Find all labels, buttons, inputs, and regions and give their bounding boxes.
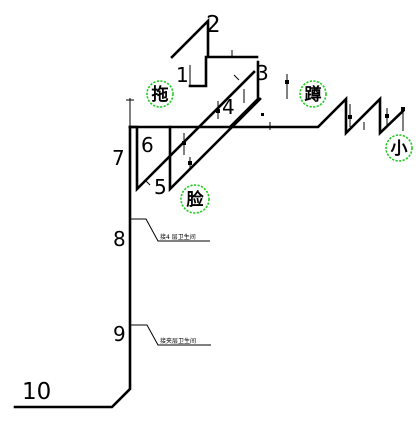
fixture-urinal-text: 小	[391, 139, 408, 159]
node-label-4: 4	[222, 95, 235, 119]
note-lower-leader	[130, 324, 211, 346]
fixture-badge-urinal: 小	[385, 134, 413, 162]
washbasin-branch	[168, 97, 262, 193]
node-label-7: 7	[112, 146, 125, 170]
fixture-mop-sink-text: 拖	[152, 84, 169, 105]
node-label-10: 10	[22, 379, 51, 405]
node-label-8: 8	[113, 227, 126, 251]
note-lower-text: 接夹层卫生间	[160, 337, 196, 345]
toilet-branch	[228, 60, 260, 129]
fixture-badge-washbasin: 脸	[180, 184, 210, 214]
main-riser	[13, 125, 132, 409]
node-label-6: 6	[141, 133, 154, 157]
horizontal-branch	[128, 95, 405, 137]
node-label-3: 3	[256, 61, 269, 85]
fixture-badge-mop-sink: 拖	[146, 80, 174, 108]
mop-sink-branch	[188, 55, 208, 88]
fixture-squat-toilet-text: 蹲	[305, 84, 322, 105]
fixture-badge-squat-toilet: 蹲	[299, 80, 327, 108]
fixture-washbasin-text: 脸	[187, 189, 205, 210]
fitting-marks	[144, 50, 405, 186]
node-label-5: 5	[154, 175, 167, 199]
node-label-2: 2	[206, 12, 221, 38]
node-label-9: 9	[113, 322, 126, 346]
node-label-1: 1	[176, 63, 189, 87]
note-upper-leader	[130, 218, 210, 242]
note-upper-text: 接4 层卫生间	[160, 233, 196, 241]
